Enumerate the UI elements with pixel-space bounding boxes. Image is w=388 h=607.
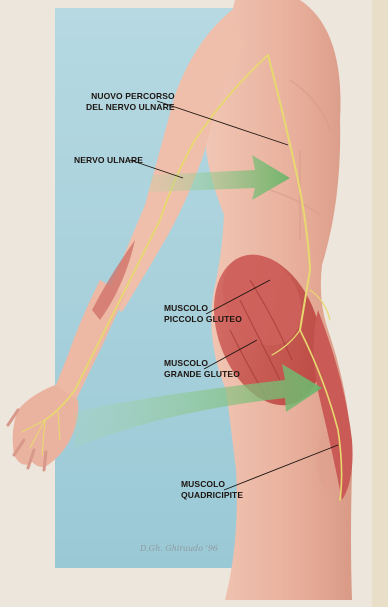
label-nervo-ulnare: NERVO ULNARE [74,155,143,166]
label-piccolo-gluteo: MUSCOLO PICCOLO GLUTEO [164,303,242,325]
label-line: MUSCOLO [164,303,242,314]
label-grande-gluteo: MUSCOLO GRANDE GLUTEO [164,358,240,380]
label-line: MUSCOLO [181,479,243,490]
label-line: GRANDE GLUTEO [164,369,240,380]
label-line: DEL NERVO ULNARE [86,102,175,113]
label-line: QUADRICIPITE [181,490,243,501]
label-line: PICCOLO GLUTEO [164,314,242,325]
label-nuovo-percorso: NUOVO PERCORSO DEL NERVO ULNARE [86,91,175,113]
label-line: NUOVO PERCORSO [86,91,175,102]
page-edge [372,0,388,607]
label-quadricipite: MUSCOLO QUADRICIPITE [181,479,243,501]
artist-signature: D.Gh. Ghiraudo '96 [140,544,218,553]
label-line: MUSCOLO [164,358,240,369]
label-line: NERVO ULNARE [74,155,143,166]
